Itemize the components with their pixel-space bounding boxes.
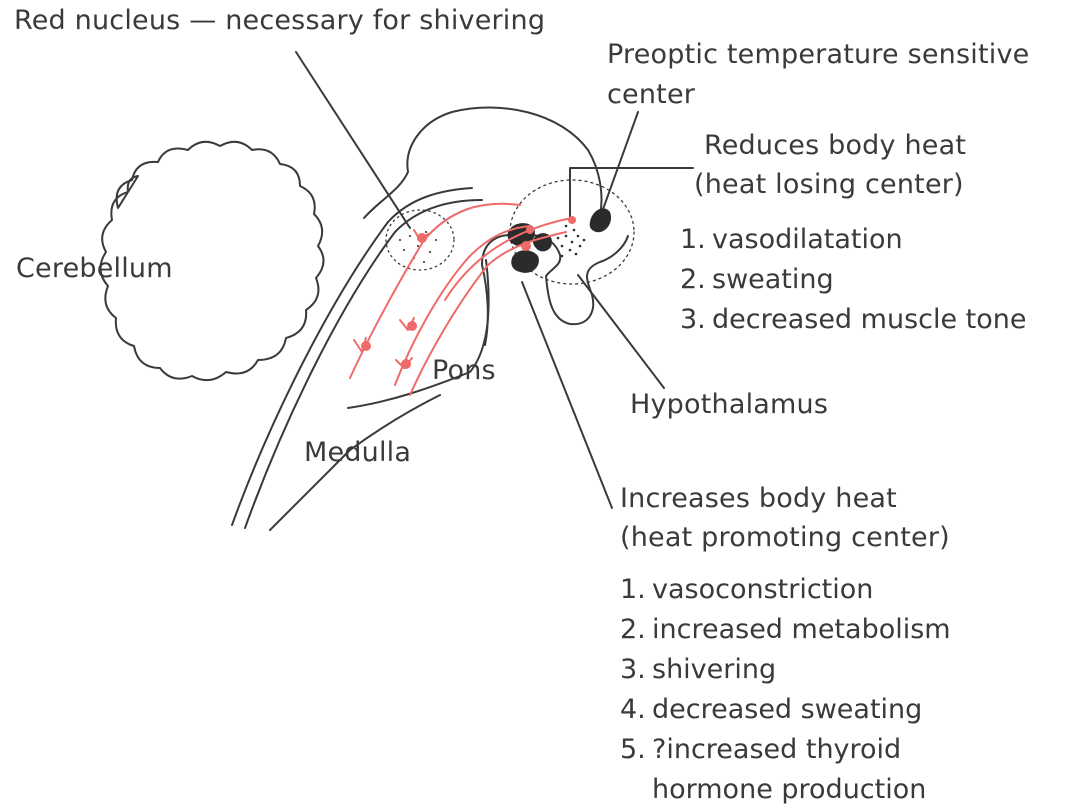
effect-number: 2. bbox=[620, 610, 652, 650]
effect-text: decreased muscle tone bbox=[712, 304, 1027, 335]
heat-losing-effects-list: 1.vasodilatation2.sweating3.decreased mu… bbox=[680, 220, 1027, 340]
effect-item: 1.vasoconstriction bbox=[620, 570, 951, 610]
preoptic-nucleus bbox=[590, 208, 611, 232]
preoptic-label-line2: center bbox=[607, 76, 695, 114]
hypothalamus-label: Hypothalamus bbox=[630, 386, 828, 424]
preoptic-label-line1: Preoptic temperature sensitive bbox=[607, 36, 1029, 74]
reduces-heat-label: Reduces body heat bbox=[704, 127, 966, 165]
heat-promoting-center-label: (heat promoting center) bbox=[620, 519, 950, 557]
reduces-heat-leader bbox=[570, 168, 693, 220]
pons-label: Pons bbox=[432, 352, 496, 390]
effect-number: 1. bbox=[620, 570, 652, 610]
increases-heat-label: Increases body heat bbox=[620, 480, 897, 518]
effect-item: 3.shivering bbox=[620, 650, 951, 690]
effect-text: decreased sweating bbox=[652, 694, 922, 725]
effect-item: 3.decreased muscle tone bbox=[680, 300, 1027, 340]
effect-text: sweating bbox=[712, 264, 834, 295]
effect-number: 3. bbox=[680, 300, 712, 340]
posterior-nucleus-lower bbox=[511, 250, 539, 273]
stippled-area bbox=[399, 225, 585, 263]
red-nucleus-label: Red nucleus — necessary for shivering bbox=[14, 2, 545, 40]
effect-number: 2. bbox=[680, 260, 712, 300]
effect-number: 1. bbox=[680, 220, 712, 260]
effect-text: shivering bbox=[652, 654, 776, 685]
effect-text: vasodilatation bbox=[712, 224, 903, 255]
effect-number: 4. bbox=[620, 690, 652, 730]
preoptic-leader bbox=[602, 112, 638, 212]
effect-item: 1.vasodilatation bbox=[680, 220, 1027, 260]
increases-heat-leader bbox=[522, 282, 612, 508]
effect-item: 4.decreased sweating bbox=[620, 690, 951, 730]
heat-promoting-effects-list: 1.vasoconstriction2.increased metabolism… bbox=[620, 570, 951, 810]
heat-losing-center-label: (heat losing center) bbox=[694, 166, 964, 204]
forebrain-outline bbox=[364, 108, 602, 218]
effect-number: 5. bbox=[620, 730, 652, 770]
effect-text-continued: hormone production bbox=[620, 770, 951, 810]
effect-text: increased metabolism bbox=[652, 614, 951, 645]
effect-item: 5.?increased thyroid hormone production bbox=[620, 730, 951, 810]
effect-number: 3. bbox=[620, 650, 652, 690]
effect-item: 2.increased metabolism bbox=[620, 610, 951, 650]
effect-item: 2.sweating bbox=[680, 260, 1027, 300]
effect-text: vasoconstriction bbox=[652, 574, 873, 605]
medulla-label: Medulla bbox=[304, 434, 411, 472]
cerebellum-label: Cerebellum bbox=[16, 250, 173, 288]
effect-text: ?increased thyroid bbox=[652, 734, 901, 765]
hypothalamus-outline bbox=[520, 235, 628, 324]
hypothalamus-leader bbox=[578, 275, 664, 388]
